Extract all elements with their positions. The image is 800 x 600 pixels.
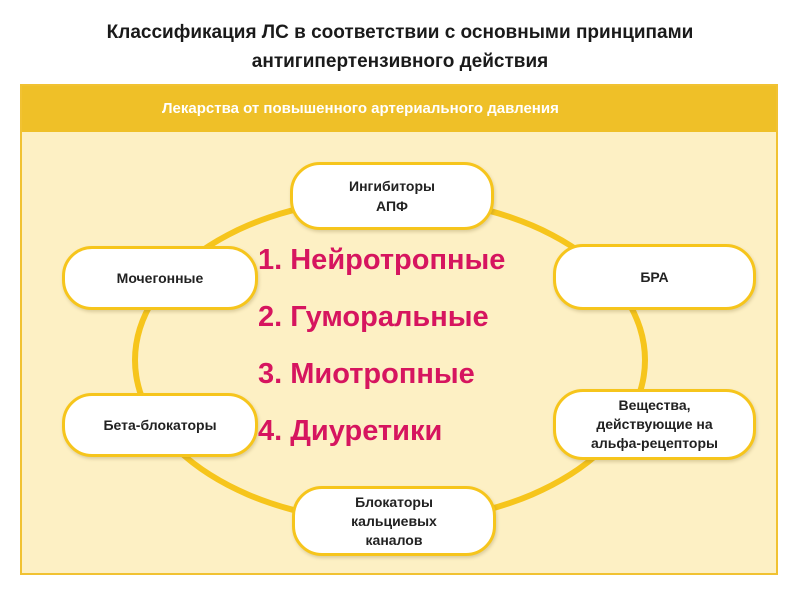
node-alpha-receptors: Вещества, действующие на альфа-рецепторы bbox=[553, 389, 756, 460]
node-bra: БРА bbox=[553, 244, 756, 310]
list-item: 1. Нейротропные bbox=[258, 244, 506, 276]
panel-header: Лекарства от повышенного артериального д… bbox=[22, 86, 776, 132]
page-title: Классификация ЛС в соответствии с основн… bbox=[106, 22, 694, 72]
classification-list: 1. Нейротропные 2. Гуморальные 3. Миотро… bbox=[258, 232, 505, 460]
list-item: 4. Диуретики bbox=[258, 415, 443, 447]
list-item: 2. Гуморальные bbox=[258, 301, 489, 333]
node-calcium-blockers: Блокаторы кальциевых каналов bbox=[292, 486, 496, 556]
node-ace-inhibitors: Ингибиторы АПФ bbox=[290, 162, 494, 230]
list-item: 3. Миотропные bbox=[258, 358, 475, 390]
node-beta-blockers: Бета-блокаторы bbox=[62, 393, 258, 457]
node-diuretics: Мочегонные bbox=[62, 246, 258, 310]
